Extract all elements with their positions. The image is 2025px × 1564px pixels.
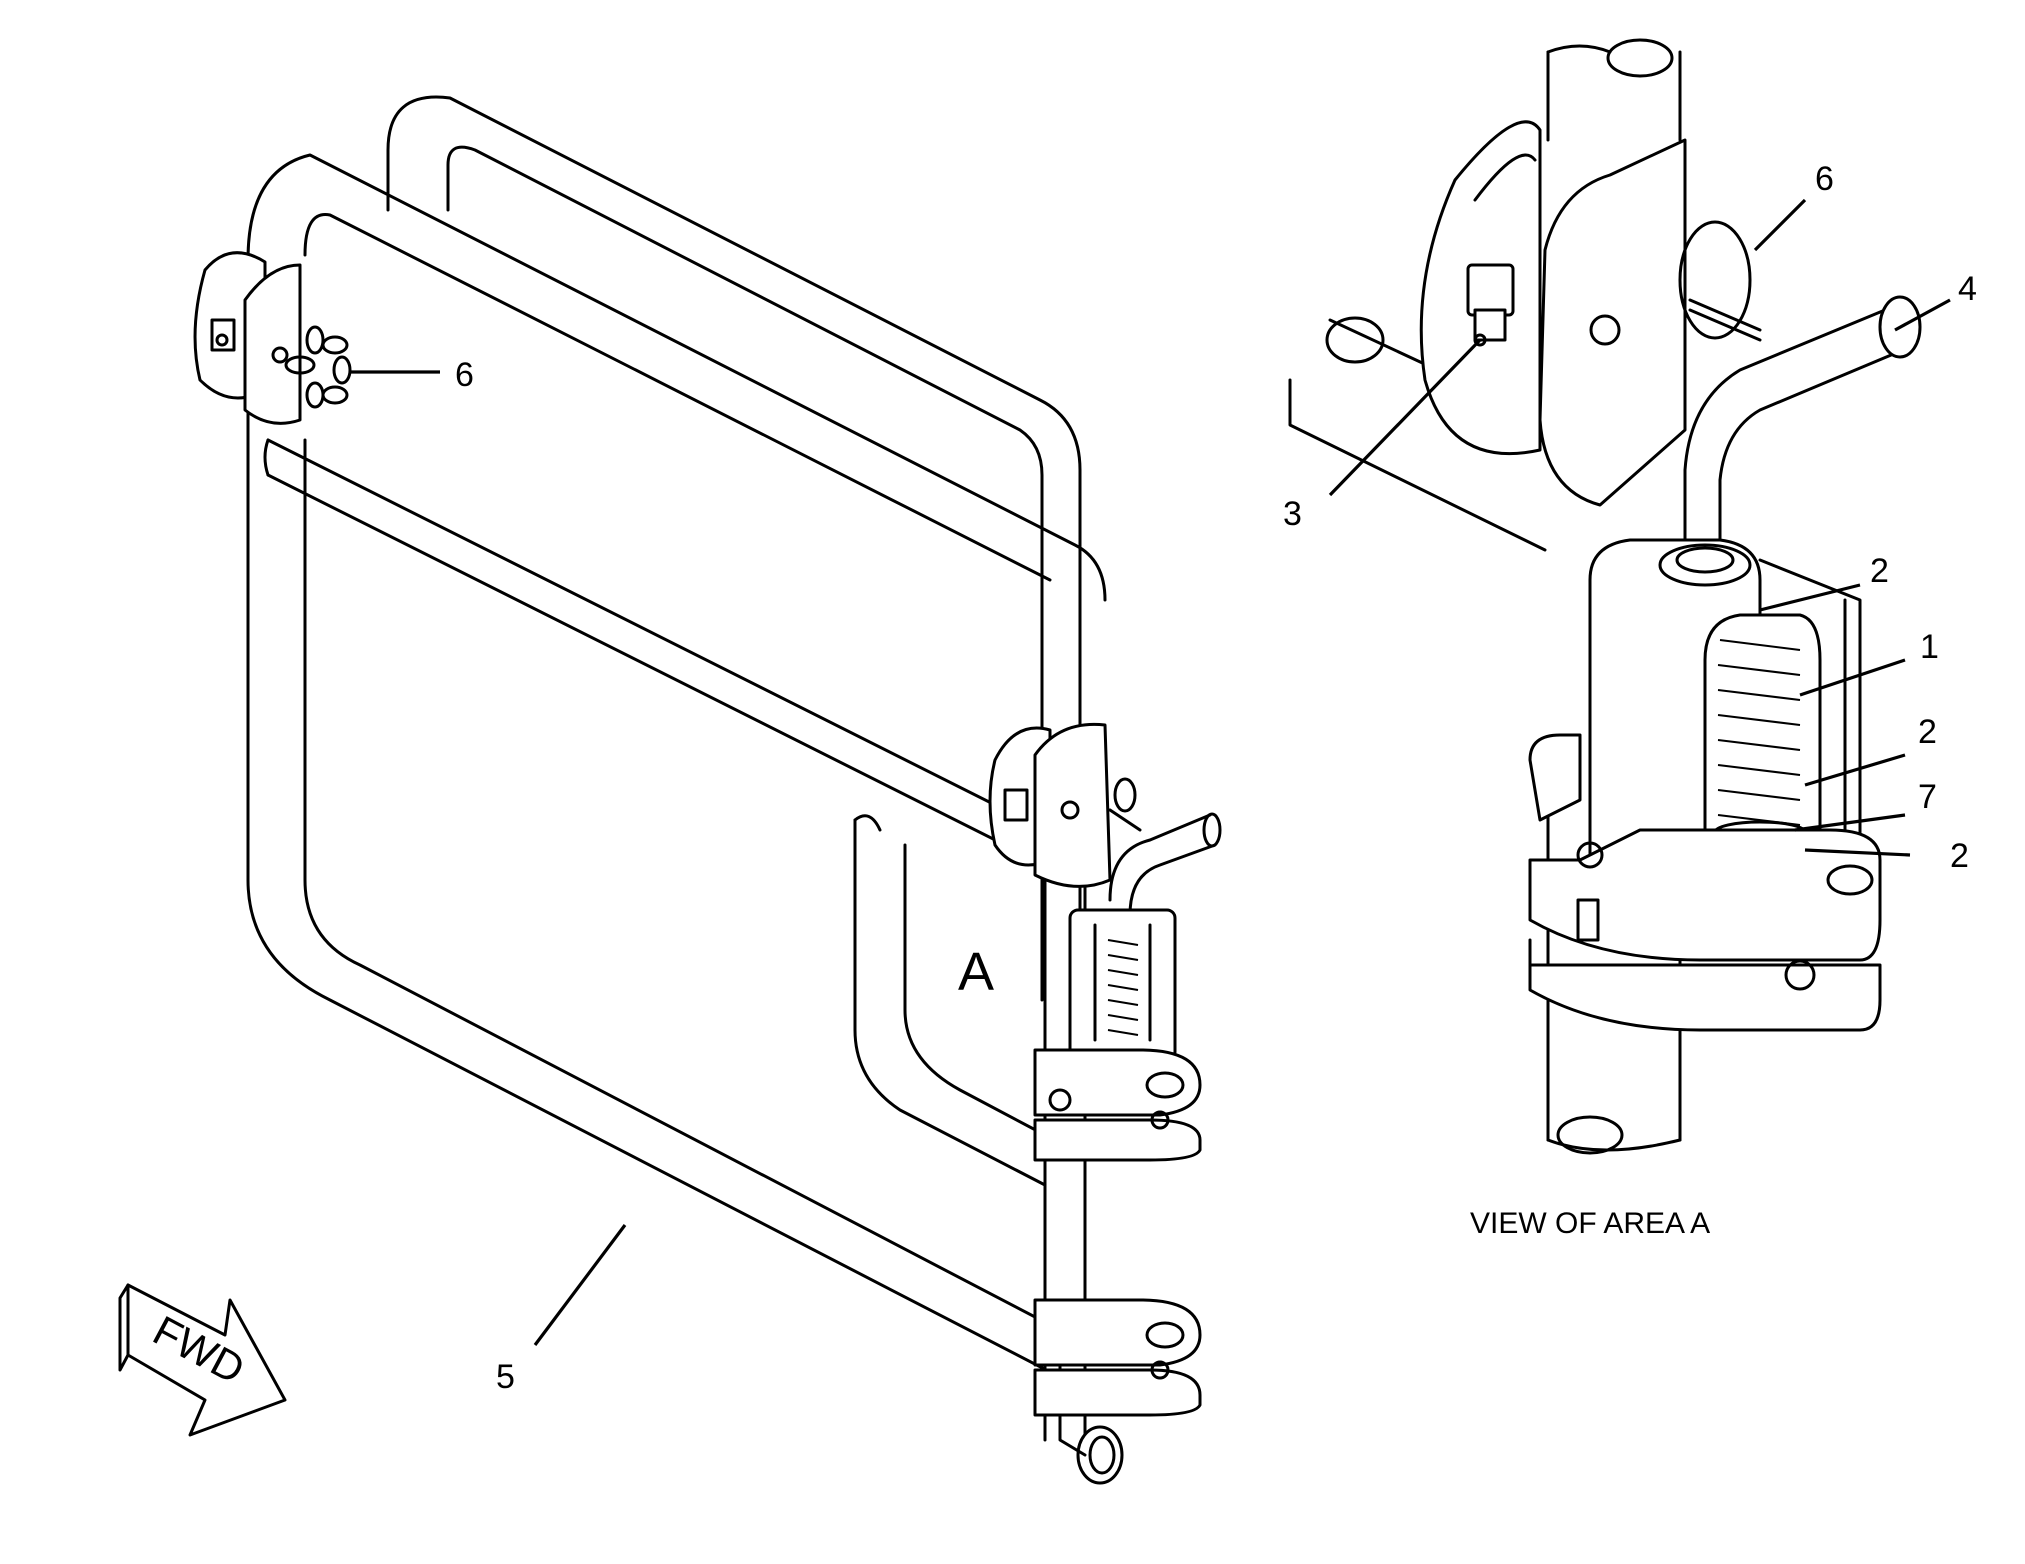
callout-labels: 6 5 A 6 4 3 2 1 2 7 2 VIEW OF AREA A	[455, 160, 1977, 1396]
callout-2-mid: 2	[1918, 713, 1937, 751]
leader-lines	[350, 198, 1951, 1346]
detail-view-a	[1288, 38, 1922, 1155]
upper-hinge	[193, 251, 302, 425]
lower-hinge	[988, 722, 1142, 888]
callout-5: 5	[496, 1358, 515, 1396]
callout-2-top: 2	[1870, 552, 1889, 590]
view-caption: VIEW OF AREA A	[1470, 1207, 1710, 1240]
callout-6-detail: 6	[1815, 160, 1834, 198]
callout-4: 4	[1958, 270, 1977, 308]
latch-assembly	[1033, 812, 1222, 1162]
callout-1: 1	[1920, 628, 1939, 666]
callout-6-main: 6	[455, 356, 474, 394]
callout-2-bottom: 2	[1950, 837, 1969, 875]
callout-7: 7	[1918, 778, 1937, 816]
lower-bracket	[1033, 1298, 1202, 1417]
retaining-chain	[284, 325, 352, 409]
forward-direction-arrow: FWD	[118, 1283, 287, 1437]
callout-3: 3	[1283, 495, 1302, 533]
area-a-label: A	[958, 942, 994, 1002]
